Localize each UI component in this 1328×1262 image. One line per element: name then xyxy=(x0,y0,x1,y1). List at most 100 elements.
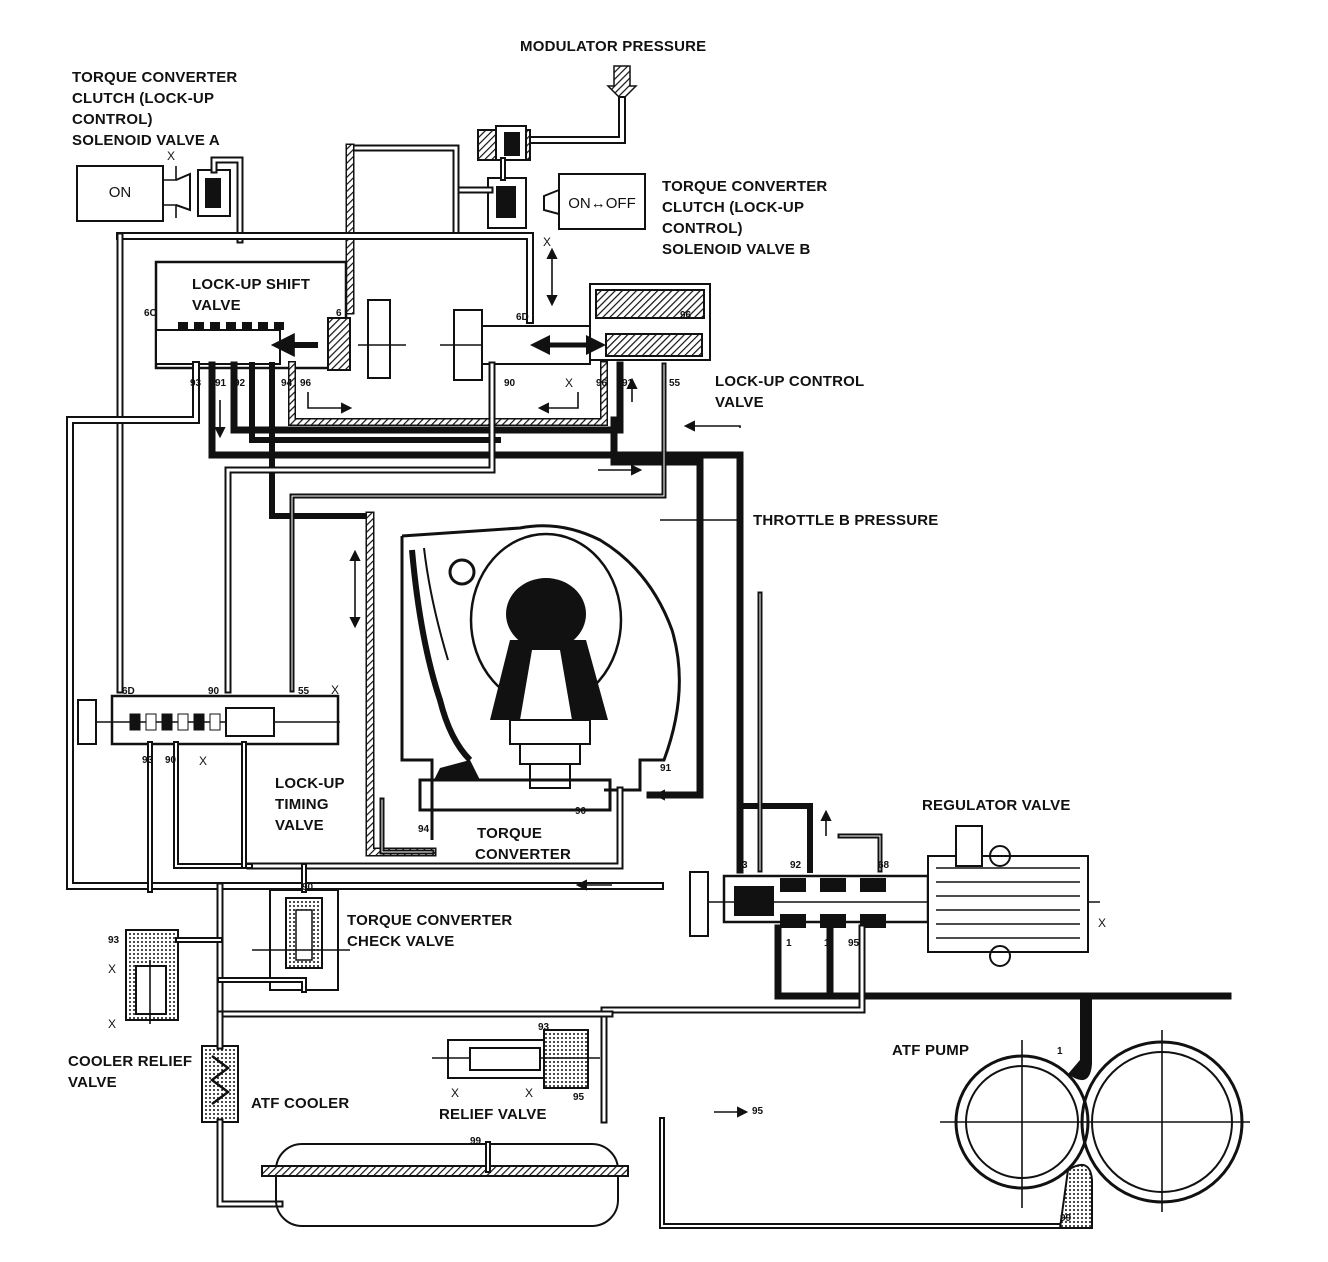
converter-outlet-passage-core xyxy=(248,788,622,868)
cooler-outlet xyxy=(216,1118,284,1208)
flow-arrow-left xyxy=(537,392,579,414)
port-number: 95 xyxy=(573,1092,585,1103)
solenoid-valve-b-label: TORQUE CONVERTER CLUTCH (LOCK-UP CONTROL… xyxy=(662,178,828,258)
timing-valve-land xyxy=(209,713,221,731)
lockup-piston xyxy=(409,549,473,763)
port-number: 90 xyxy=(208,686,220,697)
exhaust-mark: X xyxy=(1098,916,1107,930)
atf-pump-label: ATF PUMP xyxy=(892,1042,970,1059)
solenoid-b-cone xyxy=(543,189,560,215)
port-number: 55 xyxy=(669,378,681,389)
pump-discharge-port xyxy=(1068,996,1092,1081)
main-pressure-passage xyxy=(208,361,744,874)
exhaust-mark: X xyxy=(108,962,117,976)
port-number: 99 xyxy=(470,1136,482,1147)
port-number: 6D xyxy=(122,686,135,697)
lockup-piston-inner xyxy=(423,547,449,661)
upper-orifice-core xyxy=(504,132,520,156)
regulator-port-68 xyxy=(837,833,883,873)
port-number: 93 xyxy=(538,1022,550,1033)
converter-clutch-seal xyxy=(448,558,476,586)
converter-release-passage xyxy=(610,416,704,799)
regulator-land-upper xyxy=(820,878,846,892)
regulator-adjuster xyxy=(955,825,983,867)
pump-suction-port xyxy=(1058,1163,1093,1229)
port-number: 99 xyxy=(1060,1213,1072,1224)
port-number: 94 xyxy=(281,378,293,389)
solenoid-a-connector xyxy=(163,166,177,181)
to-95-label: 95 xyxy=(752,1106,764,1117)
exhaust-mark: X xyxy=(167,149,176,163)
converter-inlet-94-core xyxy=(381,799,433,853)
throttle-b-pressure-label: THROTTLE B PRESSURE xyxy=(753,512,939,529)
relief-valve-label: RELIEF VALVE xyxy=(439,1106,547,1123)
port-number: 93 xyxy=(190,378,202,389)
check-valve-spring xyxy=(295,909,313,961)
regulator-stop-lower xyxy=(989,945,1011,967)
solenoid-a-plunger xyxy=(205,178,221,208)
passage-90-core xyxy=(226,363,494,692)
regulator-plunger xyxy=(734,886,774,916)
regulator-return-95 xyxy=(600,924,866,1124)
port-number: 90 xyxy=(575,806,587,817)
modulator-pressure-label: MODULATOR PRESSURE xyxy=(520,38,707,55)
timing-valve-port-90 xyxy=(173,741,253,869)
port-number: 96 xyxy=(680,310,692,321)
shift-valve-land xyxy=(274,322,284,330)
return-passage-93-core xyxy=(68,363,662,888)
exhaust-mark: X xyxy=(108,1017,117,1031)
tc-check-valve-label: TORQUE CONVERTER CHECK VALVE xyxy=(347,912,513,950)
timing-valve-end-cap xyxy=(77,699,97,745)
exhaust-mark: X xyxy=(543,235,552,249)
line-pressure-passage xyxy=(774,924,1232,1000)
shift-valve-land xyxy=(210,322,220,330)
regulator-port-68-core xyxy=(839,835,881,871)
converter-shaft xyxy=(529,763,571,789)
timing-valve-port-90-core xyxy=(175,743,251,867)
lockup-shift-valve-spool xyxy=(155,329,281,365)
shift-valve-land xyxy=(258,322,268,330)
control-valve-spool xyxy=(605,333,703,357)
port-number: 96 xyxy=(596,378,608,389)
regulator-return-95-core xyxy=(602,926,864,1122)
converter-shaft-upper xyxy=(519,743,581,765)
pressure-passage-94 xyxy=(249,362,501,443)
timing-valve-land xyxy=(129,713,141,731)
throttle-passage-55 xyxy=(289,362,667,693)
pressure-passage-92 xyxy=(230,361,624,434)
shift-valve-land xyxy=(194,322,204,330)
pump-suction-passage-core xyxy=(661,1119,1081,1227)
lockup-shift-top-passage-core xyxy=(118,234,532,322)
timing-valve-land xyxy=(177,713,189,731)
shift-valve-end-plug xyxy=(327,317,351,371)
regulator-land-lower xyxy=(780,914,806,928)
modulator-branch-core xyxy=(348,146,458,238)
hatched-passage-96-fill xyxy=(289,362,607,425)
port-number: 6 xyxy=(336,308,342,319)
lockup-timing-valve-label: LOCK-UP TIMING VALVE xyxy=(275,775,345,834)
control-valve-upper-chamber xyxy=(595,289,705,319)
port-number: 92 xyxy=(790,860,802,871)
hatched-passage-96 xyxy=(288,361,608,426)
port-number: 93 xyxy=(108,935,120,946)
timing-valve-land xyxy=(145,713,157,731)
pump-suction-passage xyxy=(659,1117,1083,1229)
timing-valve-land xyxy=(161,713,173,731)
solenoid-a-passage-core xyxy=(212,158,242,242)
port-number: 92 xyxy=(234,378,246,389)
lockup-shift-valve-label: LOCK-UP SHIFT VALVE xyxy=(192,276,311,314)
solenoid-a-connector xyxy=(163,204,177,218)
solenoid-b-box xyxy=(558,173,646,230)
exhaust-mark: X xyxy=(525,1086,534,1100)
port-number: 3 xyxy=(742,860,748,871)
port-number: 90 xyxy=(302,882,314,893)
regulator-land-upper xyxy=(860,878,886,892)
atf-cooler-body xyxy=(201,1045,239,1123)
oil-strainer-plate xyxy=(261,1165,629,1177)
oil-pan xyxy=(275,1143,619,1227)
solenoid-b-passage xyxy=(452,186,494,240)
cooler-outlet-core xyxy=(218,1120,282,1206)
exhaust-mark: X xyxy=(331,683,340,697)
